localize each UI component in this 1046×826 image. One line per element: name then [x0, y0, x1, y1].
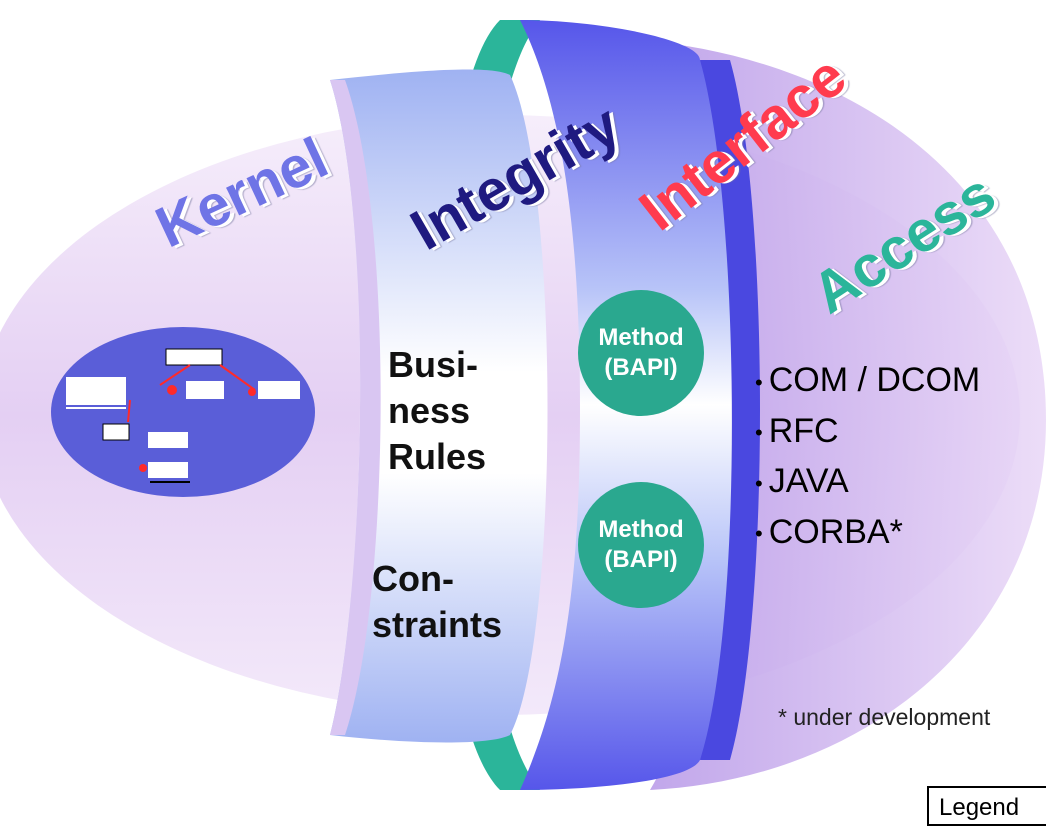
access-protocol-list: •COM / DCOM •RFC •JAVA •CORBA* — [755, 356, 980, 558]
interface-inner-ring — [700, 60, 760, 760]
constraints-label: Con- straints — [372, 558, 503, 645]
integrity-inner-edge — [330, 80, 381, 735]
protocol-item: •CORBA* — [755, 512, 903, 551]
legend-label: Legend — [939, 794, 1020, 821]
kernel-data-model-icon — [66, 348, 300, 483]
layer-diagram — [0, 20, 1046, 790]
footnote: * under development — [778, 704, 991, 730]
protocol-item: •JAVA — [755, 462, 849, 501]
method-bapi-circle-1: Method (BAPI) — [578, 290, 704, 416]
protocol-item: •RFC — [755, 411, 839, 450]
method-bapi-circle-2: Method (BAPI) — [578, 482, 704, 608]
business-rules-label: Busi- ness Rules — [388, 344, 487, 477]
legend-box[interactable]: Legend — [927, 786, 1046, 826]
integrity-band — [330, 69, 548, 743]
protocol-item: •COM / DCOM — [755, 361, 981, 399]
kernel-disc — [51, 327, 315, 497]
